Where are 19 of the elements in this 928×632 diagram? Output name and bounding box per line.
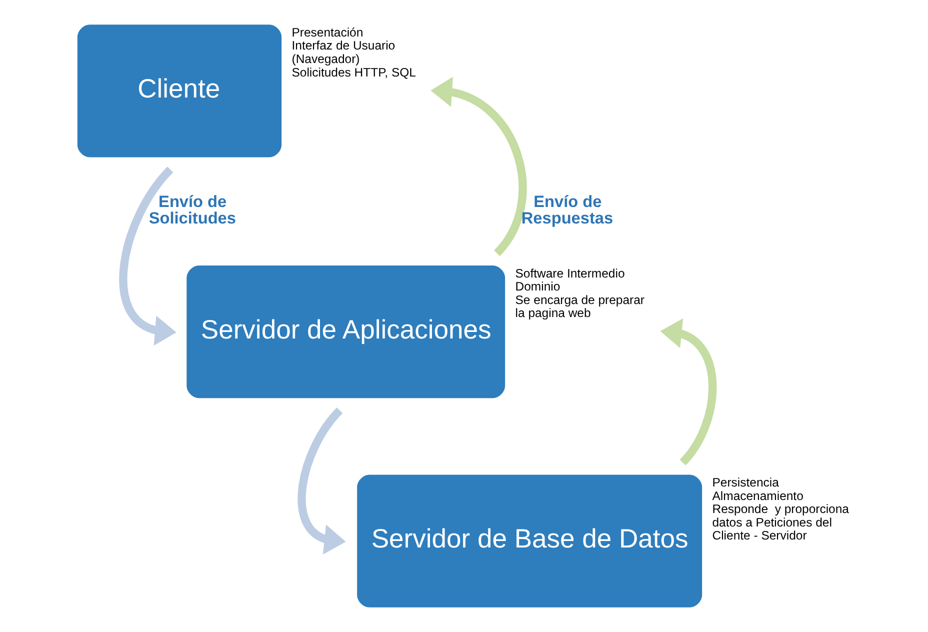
arrow bbox=[297, 408, 346, 554]
edge-label: Envío de Solicitudes bbox=[148, 193, 236, 228]
node-box: Servidor de Base de Datos bbox=[356, 474, 702, 608]
arrow bbox=[430, 76, 526, 256]
node-label: Responde y proporciona datos a Peticiones del Cliente - Servidor bbox=[712, 502, 848, 543]
node-box: Cliente bbox=[76, 24, 282, 158]
node-label: Almacenamiento bbox=[712, 488, 803, 503]
edge-label: Envío de Respuestas bbox=[520, 193, 613, 228]
node-box: Servidor de Aplicaciones bbox=[186, 265, 505, 398]
node-label: Solicitudes HTTP, SQL bbox=[291, 65, 416, 80]
arrow bbox=[118, 166, 176, 346]
arrow bbox=[660, 318, 716, 466]
node-label: Interfaz de Usuario bbox=[291, 38, 395, 53]
node-label: Persistencia bbox=[712, 476, 778, 490]
node-label: Se encarga de preparar la pagina web bbox=[514, 292, 644, 320]
node-label: Dominio bbox=[514, 280, 560, 294]
node-label: Software Intermedio bbox=[514, 266, 624, 280]
node-label: Presentación bbox=[291, 25, 363, 40]
node-label: (Navegador) bbox=[291, 52, 360, 66]
